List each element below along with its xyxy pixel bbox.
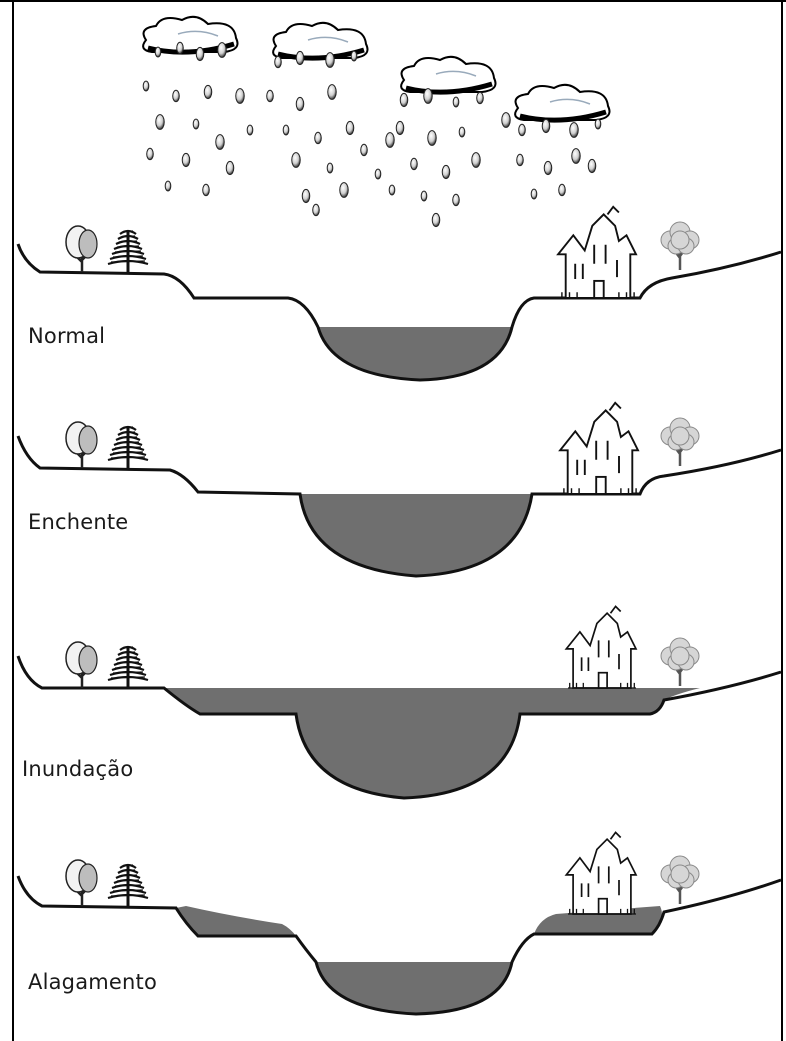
- tree-icon: [66, 226, 97, 272]
- raindrop-icon: [182, 153, 190, 166]
- raindrop-icon: [531, 189, 537, 199]
- flood-water: [164, 688, 700, 798]
- cloud-icon: [401, 57, 495, 92]
- tree-icon: [661, 222, 699, 270]
- house-icon: [558, 207, 636, 298]
- raindrop-icon: [204, 85, 212, 98]
- river-water: [300, 494, 532, 576]
- pine-tree-icon: [108, 865, 148, 906]
- raindrop-icon: [173, 90, 180, 101]
- tree-icon: [661, 638, 699, 686]
- raindrop-icon: [236, 89, 244, 104]
- raindrop-icon: [386, 133, 394, 148]
- raindrop-icon: [424, 89, 432, 104]
- raindrop-icon: [428, 131, 436, 146]
- raindrop-icon: [156, 115, 164, 130]
- house-icon: [566, 832, 636, 914]
- raindrop-icon: [218, 43, 226, 58]
- raindrop-icon: [283, 125, 289, 135]
- raindrop-icon: [296, 51, 304, 64]
- raindrop-icon: [313, 204, 320, 215]
- raindrop-icon: [155, 47, 161, 57]
- raindrop-icon: [203, 184, 210, 195]
- raindrop-icon: [267, 90, 274, 101]
- raindrop-icon: [346, 121, 354, 134]
- raindrop-icon: [216, 135, 224, 150]
- raindrop-icon: [226, 161, 234, 174]
- house-icon: [566, 606, 636, 688]
- raindrop-icon: [315, 132, 322, 143]
- raindrop-icon: [143, 81, 149, 91]
- raindrop-icon: [411, 158, 418, 169]
- pine-tree-icon: [108, 231, 148, 272]
- raindrop-icon: [517, 154, 524, 165]
- raindrop-icon: [459, 127, 465, 137]
- raindrop-icon: [477, 92, 484, 103]
- raindrop-icon: [559, 184, 566, 195]
- raindrop-icon: [519, 124, 526, 135]
- house-icon: [560, 403, 638, 494]
- tree-icon: [661, 418, 699, 466]
- pine-tree-icon: [108, 647, 148, 688]
- raindrop-icon: [544, 161, 552, 174]
- raindrop-icon: [389, 185, 395, 195]
- raindrop-icon: [351, 51, 357, 61]
- rain: [143, 42, 601, 226]
- raindrop-icon: [292, 153, 300, 168]
- raindrop-icon: [326, 53, 334, 68]
- raindrop-icon: [595, 119, 601, 129]
- river-water: [318, 327, 512, 380]
- pine-tree-icon: [108, 427, 148, 468]
- raindrop-icon: [502, 113, 510, 128]
- raindrop-icon: [396, 121, 404, 134]
- raindrop-icon: [165, 181, 171, 191]
- raindrop-icon: [570, 123, 578, 138]
- raindrop-icon: [361, 144, 368, 155]
- raindrop-icon: [442, 165, 450, 178]
- raindrop-icon: [193, 119, 199, 129]
- raindrop-icon: [375, 169, 381, 179]
- tree-icon: [66, 422, 97, 468]
- panel-normal: [18, 244, 781, 380]
- raindrop-icon: [421, 191, 427, 201]
- tree-icon: [661, 856, 699, 904]
- raindrop-icon: [177, 42, 184, 53]
- raindrop-icon: [302, 189, 310, 202]
- raindrop-icon: [340, 183, 348, 198]
- raindrop-icon: [147, 148, 154, 159]
- raindrop-icon: [247, 125, 253, 135]
- raindrop-icon: [296, 97, 304, 110]
- raindrop-icon: [453, 97, 459, 107]
- raindrop-icon: [196, 47, 204, 60]
- raindrop-icon: [453, 194, 460, 205]
- label-inundacao: Inundação: [22, 757, 133, 781]
- tree-icon: [66, 860, 97, 906]
- raindrop-icon: [275, 56, 282, 67]
- raindrop-icon: [588, 159, 596, 172]
- raindrop-icon: [542, 119, 550, 132]
- raindrop-icon: [572, 149, 580, 164]
- label-normal: Normal: [28, 324, 105, 348]
- raindrop-icon: [432, 213, 440, 226]
- raindrop-icon: [400, 93, 408, 106]
- tree-icon: [66, 642, 97, 688]
- cloud-icon: [515, 85, 609, 120]
- river-water: [316, 962, 512, 1014]
- raindrop-icon: [327, 163, 333, 173]
- label-alagamento: Alagamento: [28, 970, 157, 994]
- raindrop-icon: [328, 85, 336, 100]
- label-enchente: Enchente: [28, 510, 128, 534]
- raindrop-icon: [472, 153, 480, 168]
